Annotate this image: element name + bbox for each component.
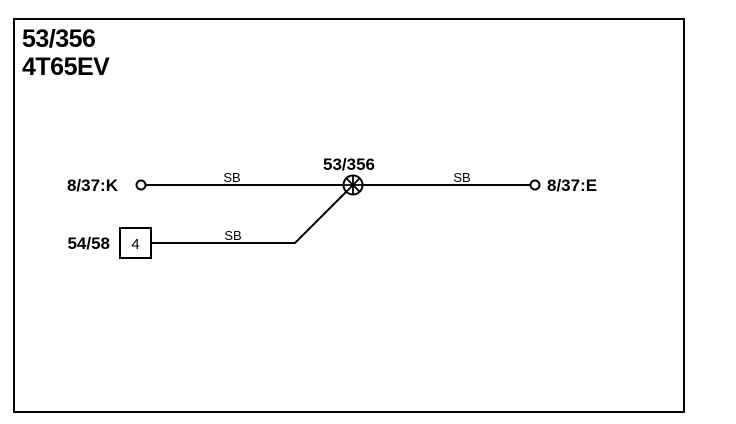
right-terminal (529, 179, 541, 191)
diagram-title: 53/356 (22, 25, 96, 53)
left-terminal-label: 8/37:K (67, 176, 119, 195)
connector-pin-number: 4 (131, 236, 139, 253)
diagram-frame (13, 18, 685, 413)
splice-symbol (342, 174, 364, 196)
right-terminal-label: 8/37:E (547, 176, 597, 195)
wire-left-color-label: SB (223, 170, 240, 185)
wire-right-color-label: SB (453, 170, 470, 185)
connector-box (119, 227, 152, 259)
left-terminal (135, 179, 147, 191)
wire-bottom-color-label: SB (224, 228, 241, 243)
splice-label: 53/356 (323, 155, 375, 174)
diagram-subtitle: 4T65EV (22, 53, 110, 81)
wire-bottom (152, 191, 347, 244)
connector-label: 54/58 (67, 234, 110, 253)
